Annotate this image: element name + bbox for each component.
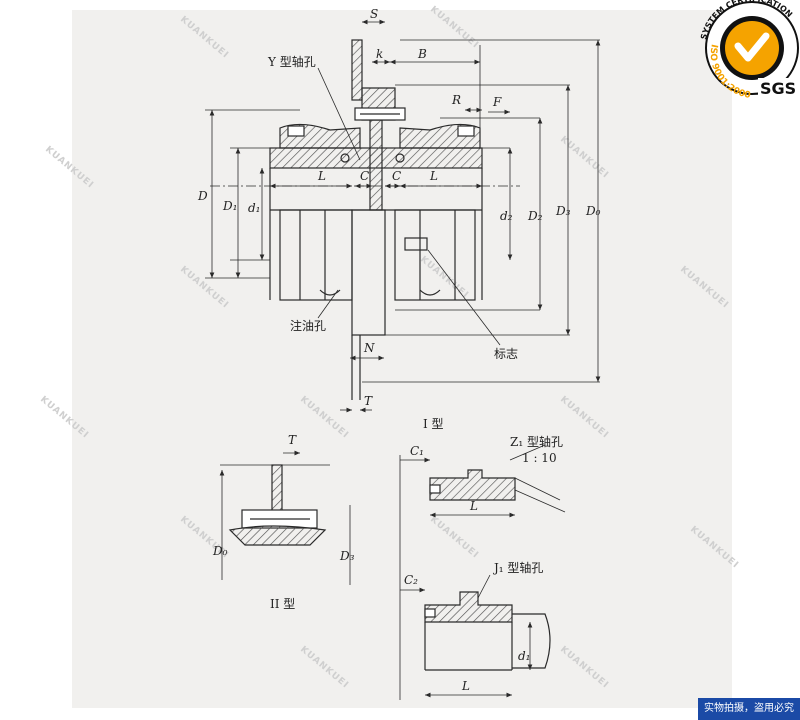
label-T: T <box>364 394 373 408</box>
label-D0-b: D₀ <box>212 544 228 558</box>
label-F: F <box>492 95 502 109</box>
label-type2: II 型 <box>270 597 295 611</box>
label-N: N <box>363 341 375 355</box>
label-L-z: L <box>469 499 478 513</box>
label-R: R <box>451 93 461 107</box>
label-S: S <box>370 7 378 21</box>
label-C-left: C <box>360 169 369 183</box>
label-j1-bore: J₁ 型轴孔 <box>492 560 543 575</box>
svg-text:KUANKUEI: KUANKUEI <box>298 395 350 441</box>
label-B: B <box>417 47 427 61</box>
svg-text:KUANKUEI: KUANKUEI <box>678 265 730 311</box>
svg-text:KUANKUEI: KUANKUEI <box>558 135 610 181</box>
label-D3-b: D₃ <box>339 549 355 563</box>
label-L-left: L <box>317 169 326 183</box>
label-T2: T <box>288 433 297 447</box>
svg-text:KUANKUEI: KUANKUEI <box>298 645 350 691</box>
z1-bore-view <box>399 444 566 700</box>
label-D: D <box>197 189 208 203</box>
label-marking: 标志 <box>494 347 518 361</box>
j1-bore-view <box>400 574 551 698</box>
copyright-banner: 实物拍摄，盗用必究 <box>698 698 800 720</box>
svg-text:KUANKUEI: KUANKUEI <box>38 395 90 441</box>
label-L-j: L <box>461 679 470 693</box>
label-d1-j: d₁ <box>518 649 531 663</box>
label-D2: D₂ <box>527 209 543 223</box>
drawing-sheet <box>72 10 732 708</box>
label-d2: d₂ <box>500 209 513 223</box>
type1-dimensions <box>205 19 601 413</box>
type2-view <box>219 450 351 585</box>
label-type1: I 型 <box>423 417 444 431</box>
label-taper: 1 : 10 <box>522 451 557 465</box>
label-z1-bore: Z₁ 型轴孔 <box>510 434 563 449</box>
label-D3: D₃ <box>555 204 571 218</box>
label-C-right: C <box>392 169 401 183</box>
label-C1: C₁ <box>410 444 424 458</box>
svg-text:KUANKUEI: KUANKUEI <box>688 525 740 571</box>
svg-text:KUANKUEI: KUANKUEI <box>558 645 610 691</box>
sgs-logo: SGS <box>760 79 796 98</box>
svg-text:KUANKUEI: KUANKUEI <box>43 145 95 191</box>
label-y-bore: Y 型轴孔 <box>267 54 316 69</box>
svg-text:KUANKUEI: KUANKUEI <box>178 15 230 61</box>
label-D1-left: D₁ <box>222 199 237 213</box>
label-L-right: L <box>429 169 438 183</box>
svg-text:KUANKUEI: KUANKUEI <box>178 265 230 311</box>
sgs-certification-badge: SYSTEM CERTIFICATION ISO 9001:2000 SGS <box>699 0 799 101</box>
label-oil-hole: 注油孔 <box>290 318 326 333</box>
label-D0: D₀ <box>585 204 601 218</box>
label-k: k <box>376 47 383 61</box>
label-C2: C₂ <box>404 573 418 587</box>
svg-text:KUANKUEI: KUANKUEI <box>428 515 480 561</box>
svg-text:KUANKUEI: KUANKUEI <box>558 395 610 441</box>
svg-text:KUANKUEI: KUANKUEI <box>428 5 480 51</box>
label-d1-left: d₁ <box>248 201 261 215</box>
